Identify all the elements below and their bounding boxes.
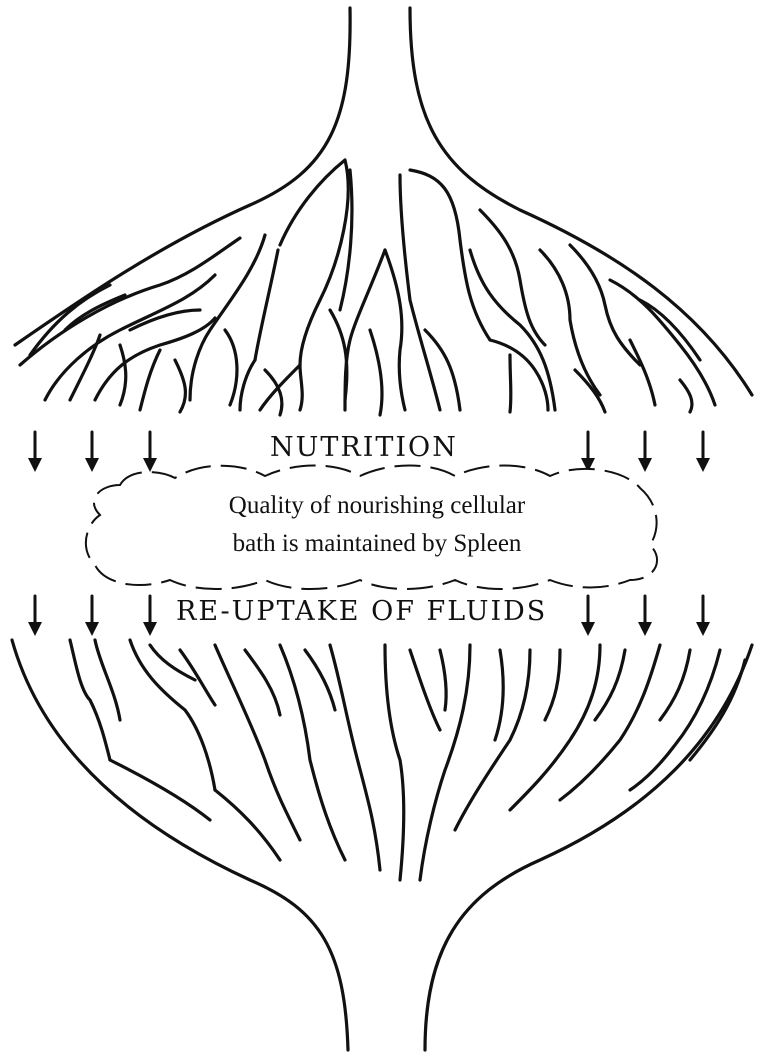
down-arrow-icon	[85, 596, 99, 636]
nutrition-label: NUTRITION	[270, 432, 458, 463]
down-arrow-icon	[581, 432, 595, 472]
down-arrow-icon	[696, 432, 710, 472]
down-arrow-icon	[696, 596, 710, 636]
cloud-text-line1: Quality of nourishing cellular	[182, 492, 572, 520]
down-arrow-icon	[28, 432, 42, 472]
down-arrow-icon	[28, 596, 42, 636]
venule-branches	[12, 640, 752, 1050]
arteriole-right-wall	[410, 8, 752, 395]
arteriole-left-wall	[15, 8, 350, 345]
arteriole-branches	[15, 8, 752, 415]
down-arrow-icon	[85, 432, 99, 472]
reuptake-label: RE-UPTAKE OF FLUIDS	[176, 596, 547, 627]
down-arrow-icon	[638, 596, 652, 636]
cloud-text-line2: bath is maintained by Spleen	[182, 530, 572, 558]
down-arrow-icon	[143, 432, 157, 472]
down-arrow-icon	[143, 596, 157, 636]
cellular-bath-cloud	[86, 466, 657, 590]
down-arrow-icon	[581, 596, 595, 636]
down-arrow-icon	[638, 432, 652, 472]
